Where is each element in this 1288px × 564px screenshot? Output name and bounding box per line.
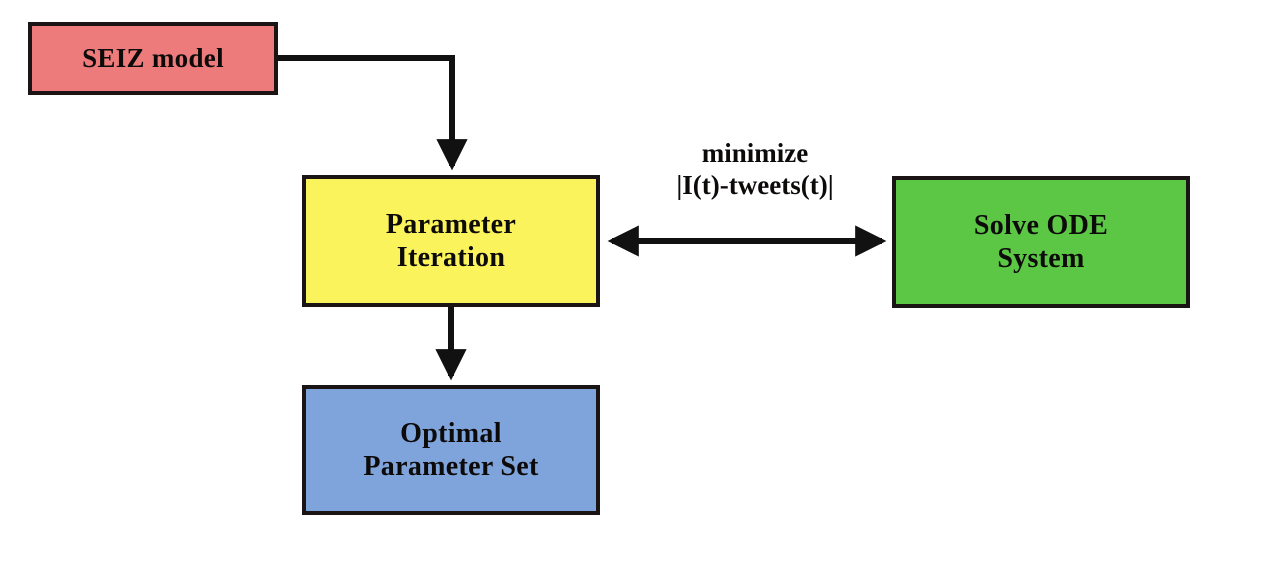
node-optimal-parameter-set-label-line-1: Optimal xyxy=(400,417,502,449)
edge-seiz-to-parameter-iteration xyxy=(278,55,468,171)
edge-minimize-objective-label-line-1: minimize xyxy=(701,138,809,168)
node-solve-ode-system-label-line-2: System xyxy=(997,243,1085,274)
node-parameter-iteration-label-line-1: Parameter xyxy=(385,208,517,240)
node-optimal-parameter-set-label-line-2: Parameter Set xyxy=(363,451,539,482)
node-parameter-iteration-label: Parameter Iteration xyxy=(386,208,516,274)
node-solve-ode-system[interactable]: Solve ODE System xyxy=(892,176,1190,308)
edge-minimize-objective-label-line-2: |I(t)-tweets(t)| xyxy=(676,169,834,200)
node-seiz-model[interactable]: SEIZ model xyxy=(28,22,278,95)
node-seiz-model-label: SEIZ model xyxy=(82,42,224,73)
node-optimal-parameter-set[interactable]: Optimal Parameter Set xyxy=(302,385,600,515)
node-parameter-iteration-label-line-2: Iteration xyxy=(396,242,506,273)
edge-minimize-objective-label: minimize |I(t)-tweets(t)| xyxy=(612,138,898,201)
node-solve-ode-system-label-line-1: Solve ODE xyxy=(973,209,1109,241)
node-parameter-iteration[interactable]: Parameter Iteration xyxy=(302,175,600,307)
node-solve-ode-system-label: Solve ODE System xyxy=(974,209,1108,275)
node-optimal-parameter-set-label: Optimal Parameter Set xyxy=(363,417,538,483)
